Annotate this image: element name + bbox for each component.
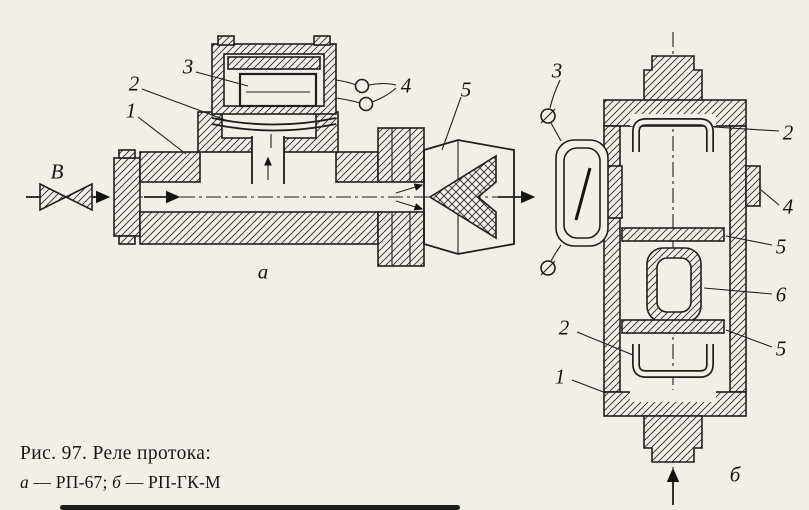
- caption-title: Рис. 97. Реле протока:: [20, 443, 212, 464]
- diagram-b: [540, 32, 780, 505]
- label-b-5-upper: 5: [775, 234, 787, 259]
- inlet-valve-symbol: [26, 182, 111, 212]
- label-b-6: 6: [775, 282, 787, 307]
- diffuser-funnel: [423, 139, 515, 255]
- label-a-3: 3: [182, 54, 194, 79]
- caption-item-a-key: а: [20, 472, 29, 492]
- label-b-5-lower: 5: [775, 336, 787, 361]
- caption-item-b-key: б: [112, 472, 122, 492]
- lower-plate: [621, 319, 725, 334]
- scan-artifact-smudge: [60, 505, 460, 510]
- caption-item-b-value: — РП-ГК-М: [121, 472, 221, 492]
- label-b-2-top: 2: [782, 120, 794, 145]
- label-a-valve-V: В: [50, 159, 64, 184]
- side-boss: [745, 165, 761, 207]
- caption-legend: а — РП-67; б — РП-ГК-М: [20, 472, 221, 493]
- electrical-terminals-a: [335, 78, 397, 112]
- label-leaders-b: [549, 79, 780, 394]
- figure-caption: Рис. 97. Реле протока: а — РП-67; б — РП…: [20, 443, 221, 493]
- label-a-1: 1: [125, 98, 137, 123]
- top-fitting: [643, 55, 703, 103]
- lower-spring-clip: [632, 344, 714, 378]
- inlet-flange: [113, 149, 141, 245]
- diagram-a: [26, 35, 536, 267]
- switch-box: [211, 35, 337, 115]
- label-b-3: 3: [551, 58, 563, 83]
- label-a-5: 5: [460, 77, 472, 102]
- label-b-1: 1: [554, 364, 566, 389]
- label-a-2: 2: [128, 71, 140, 96]
- sublabel-b: б: [729, 462, 741, 487]
- sublabel-a: а: [257, 259, 269, 284]
- reed-switch-assembly: [540, 108, 623, 276]
- inner-cone: [428, 154, 497, 240]
- label-leaders-a: [137, 71, 462, 155]
- float-magnet: [646, 247, 702, 323]
- bottom-fitting: [643, 415, 703, 463]
- label-b-2-bottom: 2: [558, 315, 570, 340]
- flow-arrows-a: [144, 183, 536, 211]
- upper-spring-clip: [632, 118, 714, 152]
- upper-plate: [621, 227, 725, 242]
- caption-item-a-value: — РП-67;: [28, 472, 113, 492]
- label-b-4: 4: [782, 194, 794, 219]
- label-a-4: 4: [400, 73, 412, 98]
